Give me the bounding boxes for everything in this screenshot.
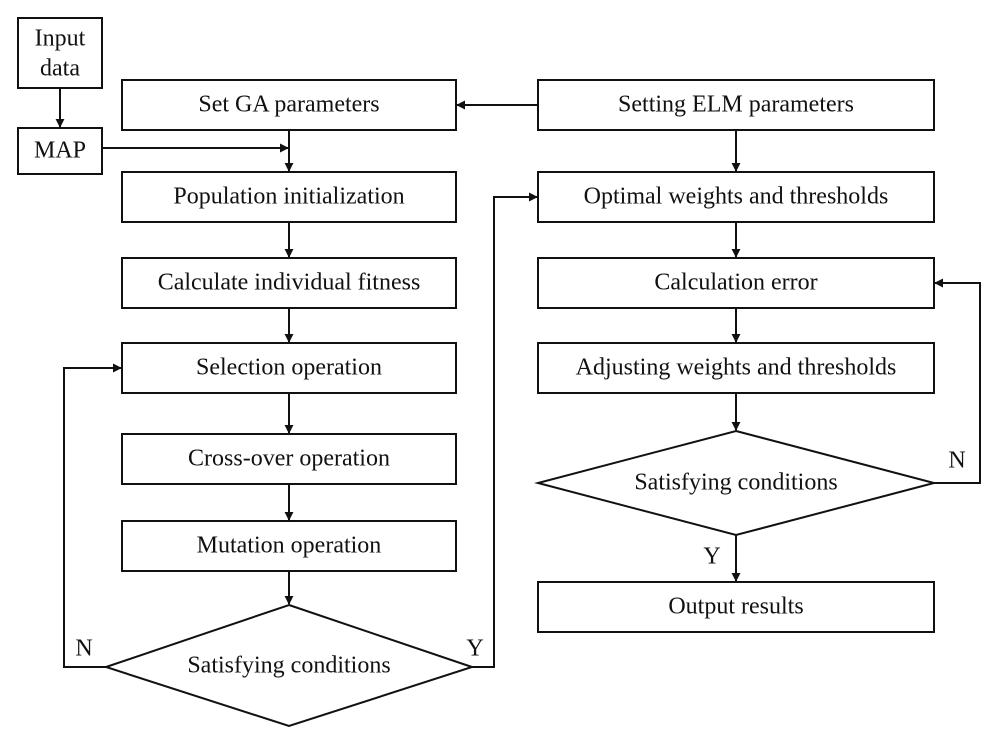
mutation-label: Mutation operation [197, 533, 382, 559]
node-adjusting-weights: Adjusting weights and thresholds [537, 342, 935, 394]
calc-error-label: Calculation error [654, 270, 817, 296]
pop-init-label: Population initialization [173, 184, 404, 210]
node-satisfying-conditions-left: Satisfying conditions [102, 603, 476, 728]
edge-label-right-yes: Y [703, 544, 720, 570]
node-input-data: Input data [17, 17, 103, 89]
node-cross-over-operation: Cross-over operation [121, 433, 457, 485]
node-set-ga-parameters: Set GA parameters [121, 79, 457, 131]
cond-right-label: Satisfying conditions [634, 470, 837, 496]
edge-label-left-yes: Y [466, 636, 483, 662]
adjust-wt-label: Adjusting weights and thresholds [576, 355, 897, 381]
calc-fitness-label: Calculate individual fitness [158, 270, 421, 296]
node-optimal-weights: Optimal weights and thresholds [537, 171, 935, 223]
edge-cond-left-no [63, 363, 122, 668]
connectors [55, 88, 981, 668]
node-calculate-individual-fitness: Calculate individual fitness [121, 257, 457, 309]
edge-cond-left-yes [472, 192, 538, 668]
output-label: Output results [668, 594, 803, 620]
node-selection-operation: Selection operation [121, 342, 457, 394]
node-satisfying-conditions-right: Satisfying conditions [534, 429, 938, 537]
node-calculation-error: Calculation error [537, 257, 935, 309]
input-data-label-line1: Input [35, 26, 86, 52]
set-ga-label: Set GA parameters [198, 92, 379, 118]
edge-label-left-no: N [75, 636, 92, 662]
edge-label-right-no: N [948, 448, 965, 474]
setting-elm-label: Setting ELM parameters [618, 92, 854, 118]
node-mutation-operation: Mutation operation [121, 520, 457, 572]
node-setting-elm-parameters: Setting ELM parameters [537, 79, 935, 131]
input-data-label-line2: data [40, 56, 80, 82]
edge-cond-right-no [934, 278, 981, 484]
node-output-results: Output results [537, 581, 935, 633]
selection-label: Selection operation [196, 355, 382, 381]
map-label: MAP [34, 138, 86, 164]
cond-left-label: Satisfying conditions [187, 653, 390, 679]
node-map: MAP [17, 127, 103, 175]
optimal-wt-label: Optimal weights and thresholds [584, 184, 889, 210]
node-population-initialization: Population initialization [121, 171, 457, 223]
crossover-label: Cross-over operation [188, 446, 390, 472]
